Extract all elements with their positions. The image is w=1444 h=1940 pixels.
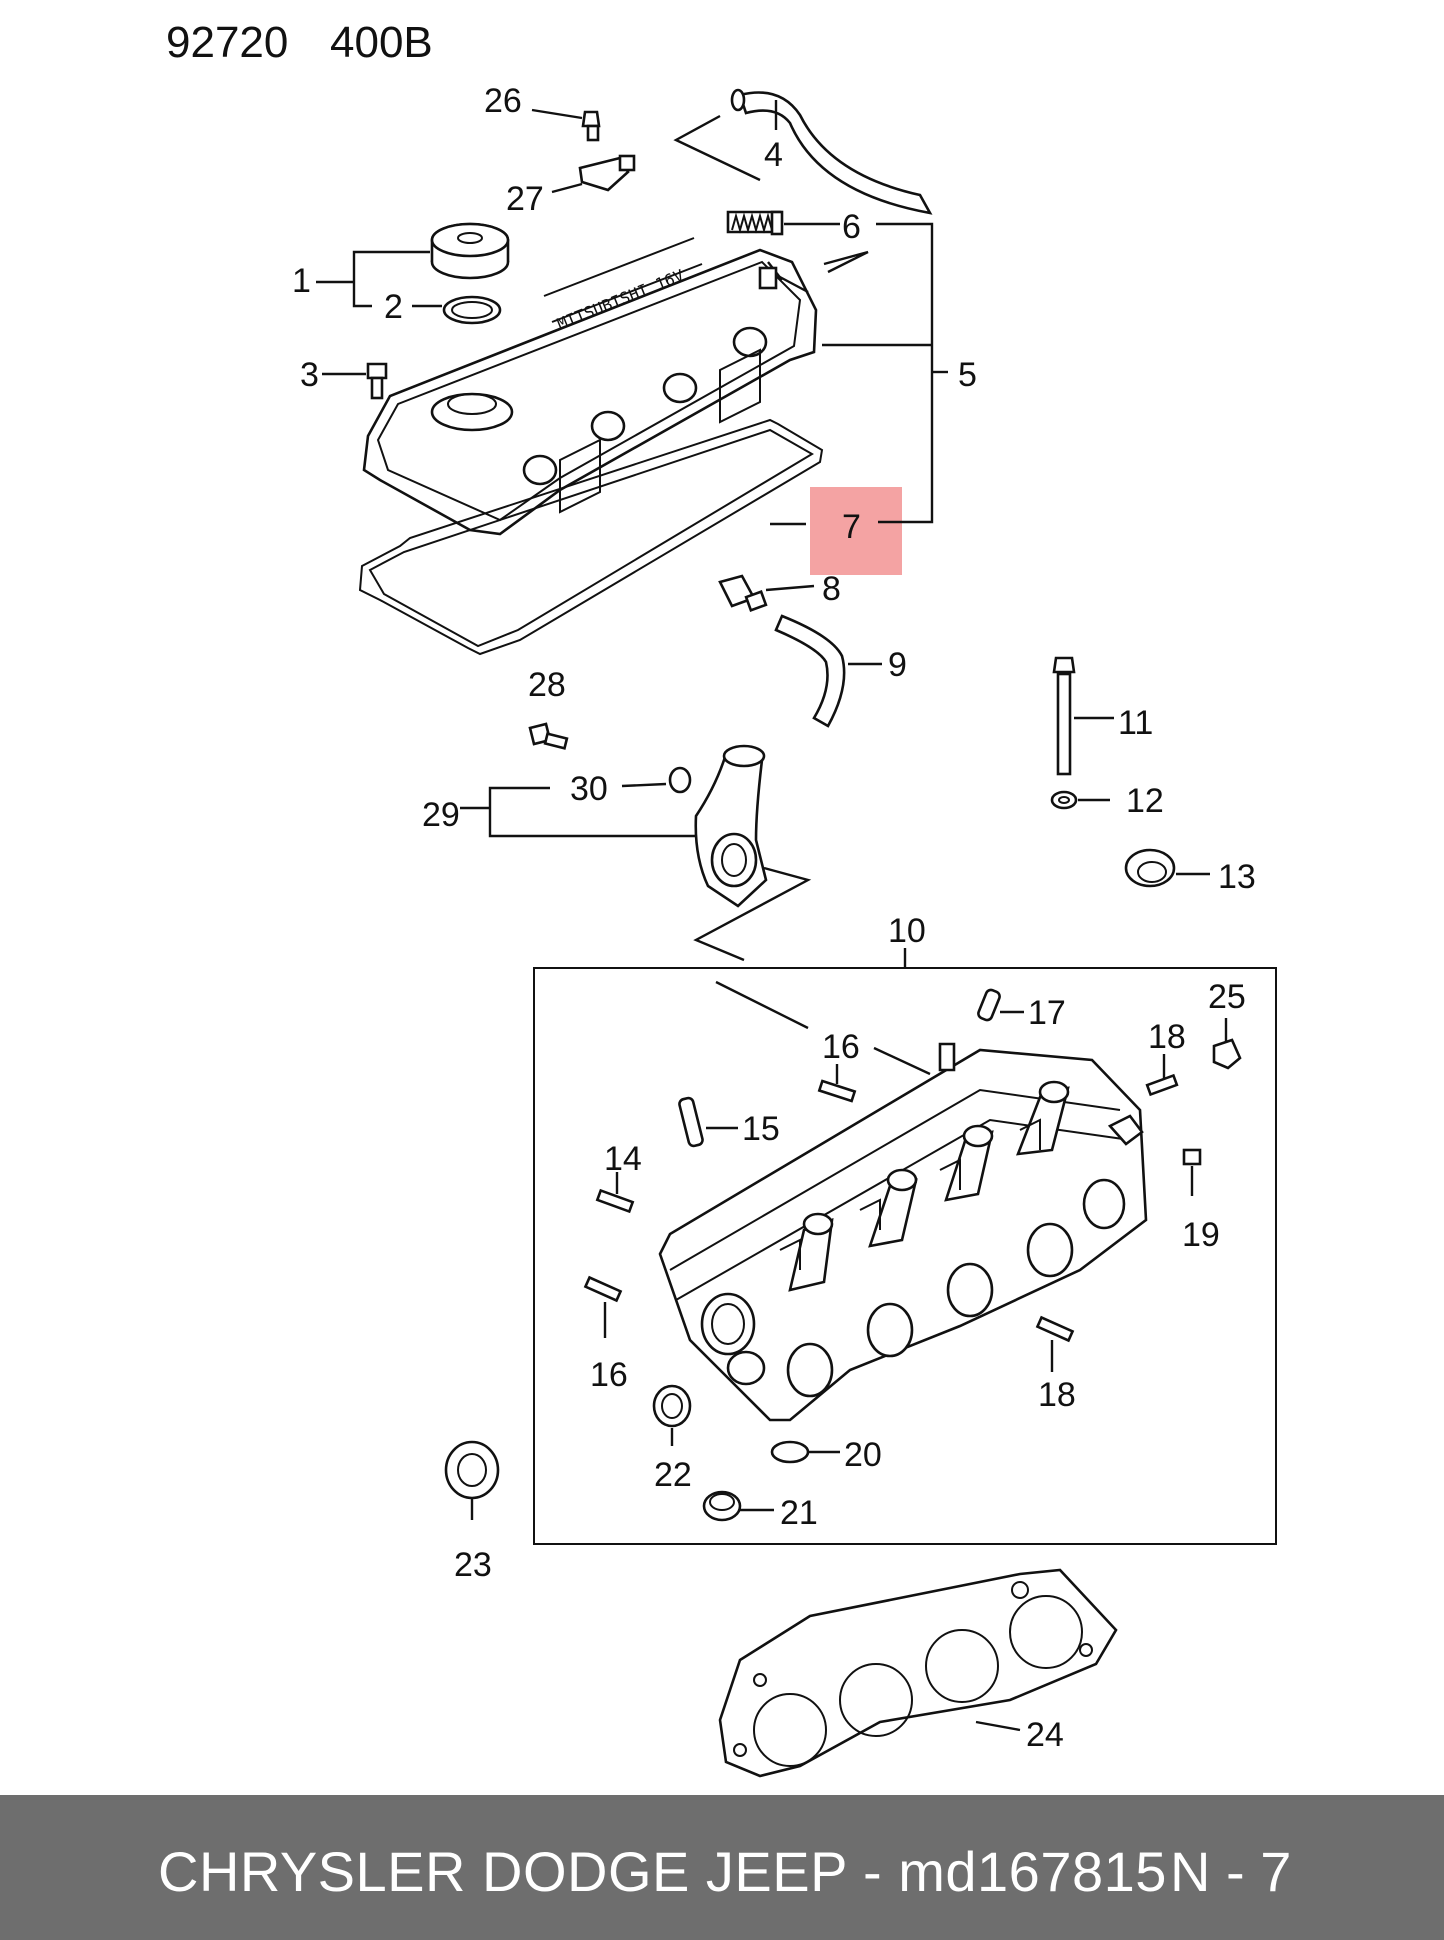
part-13-plug <box>1124 848 1176 888</box>
highlight-box <box>810 487 902 575</box>
callout-15: 15 <box>742 1110 780 1148</box>
part-28-bolt <box>528 722 569 750</box>
callout-28: 28 <box>528 666 566 704</box>
part-16-stud-lower <box>583 1275 623 1303</box>
callout-2: 2 <box>384 288 403 326</box>
part-2-cap-gasket <box>442 295 502 325</box>
header-code: 92720 <box>166 18 288 67</box>
part-16-stud-upper <box>817 1079 857 1103</box>
callout-18b: 18 <box>1038 1376 1076 1414</box>
callout-14: 14 <box>604 1140 642 1178</box>
cylinder-head <box>658 1042 1148 1422</box>
callout-29: 29 <box>422 796 460 834</box>
callout-13: 13 <box>1218 858 1256 896</box>
callout-1: 1 <box>292 262 311 300</box>
callout-24: 24 <box>1026 1716 1064 1754</box>
part-6-pipe <box>726 210 784 236</box>
header-suffix: 400B <box>330 18 433 67</box>
callout-6: 6 <box>842 208 861 246</box>
part-14-stud <box>595 1188 635 1214</box>
callout-19: 19 <box>1182 1216 1220 1254</box>
part-1-oil-cap <box>430 222 510 280</box>
footer-bar: CHRYSLER DODGE JEEP - md167815 N - 7 <box>0 1795 1444 1940</box>
part-17-dowel <box>977 988 1001 1022</box>
footer-diagram-code: N - 7 <box>1170 1840 1292 1903</box>
callout-18a: 18 <box>1148 1018 1186 1056</box>
callout-9: 9 <box>888 646 907 684</box>
part-24-head-gasket <box>718 1568 1118 1778</box>
callout-16b: 16 <box>590 1356 628 1394</box>
exploded-parts-diagram: 92720 400B 26 27 4 6 5 1 <box>166 18 1277 1778</box>
callout-11: 11 <box>1118 704 1153 742</box>
callout-20: 20 <box>844 1436 882 1474</box>
part-26-bolt <box>581 110 601 142</box>
diagram-canvas: 92720 400B 26 27 4 6 5 1 <box>166 18 1277 1778</box>
callout-4: 4 <box>764 136 783 174</box>
footer-part-number: CHRYSLER DODGE JEEP - md167815 <box>158 1840 1167 1903</box>
part-7-rocker-cover-gasket <box>358 418 824 656</box>
callout-5: 5 <box>958 356 977 394</box>
part-30-o-ring <box>668 766 692 794</box>
callout-30: 30 <box>570 770 608 808</box>
callout-17: 17 <box>1028 994 1066 1032</box>
part-22-seal <box>652 1384 692 1428</box>
part-20-plug <box>770 1440 810 1464</box>
part-21-cap <box>702 1490 742 1522</box>
part-15-guide <box>678 1096 704 1148</box>
callout-22: 22 <box>654 1456 692 1494</box>
callout-10: 10 <box>888 912 926 950</box>
part-23-oil-seal <box>444 1440 500 1500</box>
callout-8: 8 <box>822 570 841 608</box>
callout-16a: 16 <box>822 1028 860 1066</box>
callout-21: 21 <box>780 1494 818 1532</box>
part-25-sensor <box>1212 1038 1242 1070</box>
callout-27: 27 <box>506 180 544 218</box>
callout-12: 12 <box>1126 782 1164 820</box>
part-29-water-outlet <box>694 744 768 908</box>
part-3-bolt <box>366 362 388 400</box>
part-4-hose <box>730 88 933 215</box>
callout-7: 7 <box>842 508 861 546</box>
part-27-sensor <box>578 154 636 192</box>
part-19-plug <box>1182 1148 1202 1166</box>
rocker-cover: MITSUBISHI 16V <box>362 237 818 536</box>
part-9-hose <box>774 614 846 728</box>
part-18-stud-upper <box>1145 1073 1179 1097</box>
callout-23: 23 <box>454 1546 492 1584</box>
callout-26: 26 <box>484 82 522 120</box>
part-12-washer <box>1050 790 1078 810</box>
callout-3: 3 <box>300 356 319 394</box>
part-8-pcv-valve <box>718 574 768 612</box>
part-18-stud-lower <box>1035 1315 1075 1343</box>
part-11-head-bolt <box>1052 656 1076 776</box>
callout-25: 25 <box>1208 978 1246 1016</box>
